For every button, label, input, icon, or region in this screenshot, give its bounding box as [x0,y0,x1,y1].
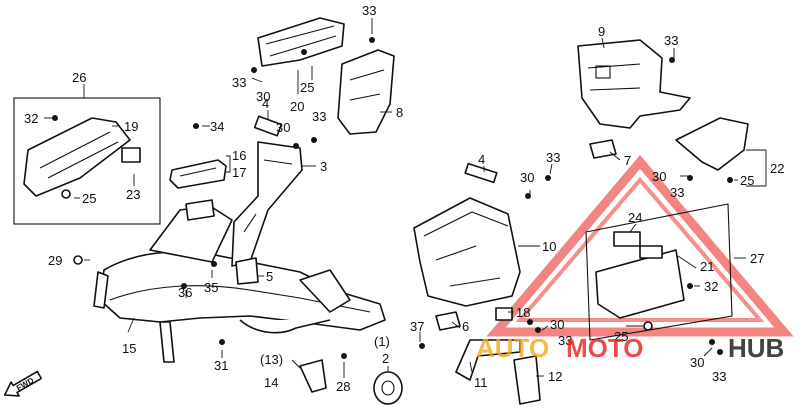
callout-7: 7 [624,153,631,168]
callout-25-right: 25 [740,173,754,188]
callout-28: 28 [336,379,350,394]
part-12-bracket [513,355,541,405]
part-22-bracket [675,117,749,171]
callout-9: 9 [598,24,605,39]
callout-35: 35 [204,280,218,295]
callout-14: 14 [264,375,278,390]
callout-33-right-top: 33 [664,33,678,48]
callout-21: 21 [700,259,714,274]
callout-13: (13) [260,352,283,367]
callout-33-corner: 33 [712,369,726,384]
part-18-grommet [495,307,513,321]
callout-11: 11 [474,375,488,390]
callout-34: 34 [210,119,224,134]
callout-25-top: 25 [300,80,314,95]
callout-30-right: 30 [652,169,666,184]
part-10-box [413,162,521,307]
part-20-cover [257,17,345,67]
part-3-bracket [231,141,303,285]
callout-3: 3 [320,159,327,174]
callout-36: 36 [178,285,192,300]
watermark-text: AUTO MOTO HUB [476,333,784,363]
callout-4-right: 4 [478,152,485,167]
callout-33-top: 33 [362,3,376,18]
callout-4: 4 [262,96,269,111]
callout-33-right: 33 [670,185,684,200]
callout-15: 15 [122,341,136,356]
callout-8: 8 [396,105,403,120]
part-6-clip [435,311,461,331]
callout-33: 33 [312,109,326,124]
part-7-clip [589,139,617,159]
bolts [181,37,733,359]
assembly-26-box [13,97,161,225]
part-23-clip [121,147,141,163]
callout-24: 24 [628,210,642,225]
callout-17: 17 [232,165,246,180]
callout-30-left: 30 [256,89,270,104]
callout-23: 23 [126,187,140,202]
callout-32: 32 [24,111,38,126]
callout-33-bottom: 33 [558,333,572,348]
callout-25-bottom: 25 [614,329,628,344]
part-5-plate [235,257,259,285]
assembly-27-box [585,203,733,341]
callout-2: 2 [382,351,389,366]
callout-30-bottom: 30 [550,317,564,332]
part-2-horn [373,371,403,405]
callout-22: 22 [770,161,784,176]
callout-27: 27 [750,251,764,266]
leader-lines [44,18,767,378]
part-29-nut [73,255,83,265]
part-15-frame [93,199,386,363]
watermark-auto: AUTO [476,333,549,363]
callout-30-mid: 30 [520,170,534,185]
callout-29: 29 [48,253,62,268]
callout-18: 18 [516,305,530,320]
fwd-arrow: FWD [3,370,43,397]
callout-19: 19 [124,119,138,134]
callout-32-right: 32 [704,279,718,294]
callout-1: (1) [374,334,390,349]
part-4-rubber [253,115,283,137]
callout-6: 6 [462,319,469,334]
callout-26: 26 [72,70,86,85]
part-4-strip [464,162,498,184]
callout-20: 20 [290,99,304,114]
part-14-bracket [299,359,327,393]
callout-12: 12 [548,369,562,384]
part-8-panel [337,49,395,135]
watermark-moto: MOTO [566,333,644,363]
callout-5: 5 [266,269,273,284]
callout-30: 30 [276,120,290,135]
callout-30-corner: 30 [690,355,704,370]
part-24-relay [613,231,641,247]
callout-33-mid: 33 [546,150,560,165]
callout-33-left: 33 [232,75,246,90]
callout-labels: 26 32 19 23 25 34 16 17 3 4 30 33 33 33 … [24,3,784,394]
watermark-hub: HUB [728,333,784,363]
part-16-plate [169,159,227,189]
callout-25: 25 [82,191,96,206]
callout-10: 10 [542,239,556,254]
callout-31: 31 [214,358,228,373]
part-19-bracket [23,117,131,197]
callout-37: 37 [410,319,424,334]
callout-16: 16 [232,148,246,163]
part-9-cover [577,39,691,129]
